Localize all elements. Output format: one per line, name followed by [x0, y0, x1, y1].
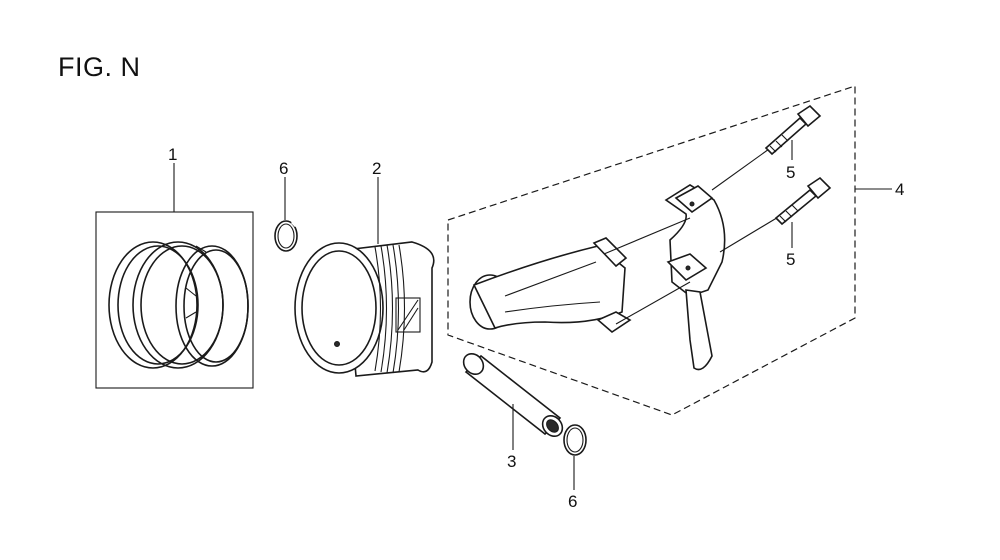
piston-pin-clip-upper: [274, 220, 298, 252]
callout-6-upper: 6: [279, 159, 288, 178]
figure-title: FIG. N: [58, 52, 141, 82]
callout-3: 3: [507, 452, 516, 471]
rod-set-outline: [447, 85, 856, 416]
rod-bolt-upper: [764, 104, 822, 156]
callout-2: 2: [372, 159, 381, 178]
leader-lines: [173, 140, 892, 490]
piston: [294, 241, 435, 377]
callout-4: 4: [895, 180, 904, 199]
piston-ring-set: [95, 211, 254, 389]
piston-pin: [462, 352, 564, 438]
ring-set-box: [95, 211, 254, 389]
piston-pin-clip-lower: [563, 424, 587, 456]
callout-6-lower: 6: [568, 492, 577, 511]
callout-5-upper: 5: [786, 163, 795, 182]
callout-5-lower: 5: [786, 250, 795, 269]
callout-1: 1: [168, 145, 177, 164]
rod-bolt-lower: [774, 176, 832, 226]
connecting-rod-assembly: [447, 85, 856, 416]
